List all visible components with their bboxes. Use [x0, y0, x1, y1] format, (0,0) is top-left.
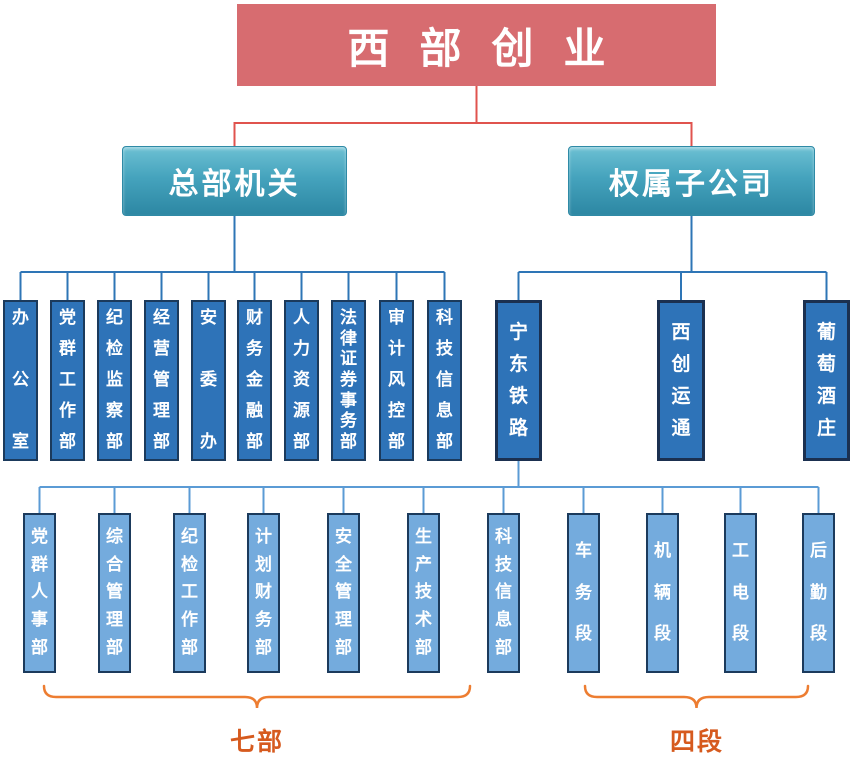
nd-section-node: 车务段	[567, 513, 600, 673]
nd-dept-node: 计划财务部	[247, 513, 280, 673]
hq-dept-node: 审计风控部	[379, 300, 414, 461]
label-four-sections: 四段	[669, 727, 724, 756]
hq-dept-node: 法律证券事务部	[331, 300, 366, 461]
hq-dept-node: 党群工作部	[50, 300, 85, 461]
company-root-node: 西部创业	[237, 4, 716, 86]
brace-sections	[583, 684, 810, 709]
subsidiary-node: 西创运通	[657, 300, 705, 461]
connector-hq-to-departments	[19, 216, 446, 300]
hq-dept-node: 科技信息部	[427, 300, 462, 461]
connector-ningdong-to-units	[38, 461, 820, 513]
hq-dept-node: 安委办	[191, 300, 226, 461]
label-seven-departments: 七部	[229, 727, 284, 756]
nd-dept-node: 综合管理部	[98, 513, 131, 673]
nd-section-node: 机辆段	[646, 513, 679, 673]
nd-dept-node: 纪检工作部	[173, 513, 206, 673]
subsidiary-node: 宁东铁路	[495, 300, 542, 461]
headquarters-node: 总部机关	[122, 146, 347, 216]
subsidiary-node: 葡萄酒庄	[803, 300, 850, 461]
hq-dept-node: 纪检监察部	[97, 300, 132, 461]
nd-dept-node: 党群人事部	[23, 513, 56, 673]
hq-dept-node: 财务金融部	[237, 300, 272, 461]
nd-dept-node: 生产技术部	[407, 513, 440, 673]
hq-dept-node: 办公室	[3, 300, 38, 461]
nd-dept-node: 科技信息部	[487, 513, 520, 673]
connector-group-to-subsidiaries	[517, 216, 828, 300]
nd-section-node: 工电段	[724, 513, 757, 673]
hq-dept-node: 人力资源部	[284, 300, 319, 461]
hq-dept-node: 经营管理部	[144, 300, 179, 461]
nd-section-node: 后勤段	[802, 513, 835, 673]
connector-root-to-level2	[233, 86, 693, 146]
brace-departments	[42, 684, 472, 709]
subsidiaries-group-node: 权属子公司	[568, 146, 815, 216]
nd-dept-node: 安全管理部	[327, 513, 360, 673]
